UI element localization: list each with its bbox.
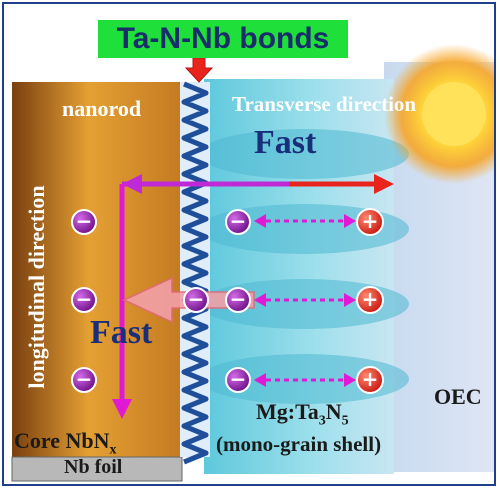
transverse-label: Transverse direction [232,92,417,116]
oec-label: OEC [434,384,482,409]
figure-frame: −−−−−−−+++ Ta-N-Nb bonds nanorod Transve… [2,2,496,486]
minus-sign-2: − [75,287,93,311]
longitudinal-arrow-head [112,399,132,419]
electron-6 [225,287,251,313]
electron-4 [225,209,251,235]
diagram-canvas [11,44,494,482]
transverse-arrow-head-right [374,174,394,194]
hole-2 [356,286,384,314]
nb-foil-bar [11,456,183,482]
shell-formula-label: Mg:Ta3N5 [256,399,349,429]
core-nanorod [12,82,182,457]
hole-1 [356,208,384,236]
shell-formula-sub2: 5 [341,413,349,429]
electron-3 [71,367,97,393]
plus-sign-3: + [361,367,379,391]
fast-top-label: Fast [254,124,317,161]
electron-7 [225,367,251,393]
holes [356,208,384,394]
title-pointer-arrow [184,57,214,83]
minus-sign-3: − [75,367,93,391]
shell-formula-sub1: 3 [318,413,326,429]
plus-sign-2: + [361,287,379,311]
ta-n-nb-bonds-zigzag [181,81,209,465]
longitudinal-label: longitudinal direction [24,185,49,389]
shell-desc-label: (mono-grain shell) [216,432,382,456]
sun-core [422,82,486,146]
core-label-sub: x [109,442,117,458]
plus-sign-1: + [361,209,379,233]
minus-sign-4: − [229,209,247,233]
electron-5 [183,287,209,313]
dashed-arrows [266,219,344,382]
transverse-arrow-head-left [122,174,142,194]
minus-sign-7: − [229,367,247,391]
core-label-prefix: Core NbN [14,428,110,453]
core-label: Core NbNx [14,428,117,458]
title-tag: Ta-N-Nb bonds [98,20,348,58]
fast-left-label: Fast [90,314,153,351]
minus-sign-6: − [229,287,247,311]
electrons [71,209,251,393]
shell-formula-mid: N [325,399,342,424]
nanorod-label: nanorod [62,96,142,121]
minus-sign-5: − [187,287,205,311]
dashed-arrow-heads [254,214,356,387]
electron-1 [71,209,97,235]
minus-sign-1: − [75,209,93,233]
nb-foil-label: Nb foil [64,456,123,478]
hole-3 [356,366,384,394]
shell-formula-prefix: Mg:Ta [256,399,319,424]
electron-2 [71,287,97,313]
